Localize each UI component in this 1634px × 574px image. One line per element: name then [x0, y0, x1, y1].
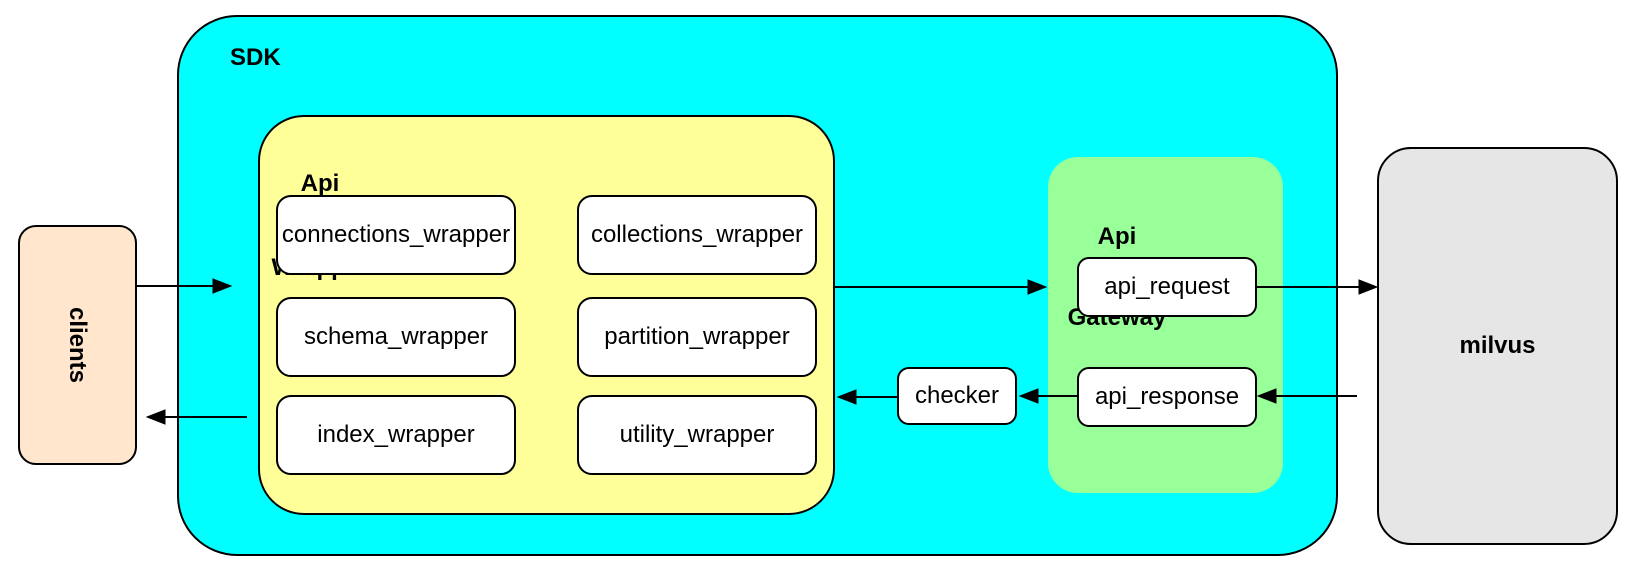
sdk-label: SDK	[230, 44, 281, 71]
checker-box: checker	[897, 367, 1017, 425]
collections-wrapper-box: collections_wrapper	[577, 195, 817, 275]
index-wrapper-box: index_wrapper	[276, 395, 516, 475]
schema-wrapper-box: schema_wrapper	[276, 297, 516, 377]
api-gateway-label-line1: Api	[1097, 223, 1137, 250]
partition-wrapper-box: partition_wrapper	[577, 297, 817, 377]
api-request-box: api_request	[1077, 257, 1257, 317]
utility-wrapper-label: utility_wrapper	[619, 421, 775, 448]
schema-wrapper-label: schema_wrapper	[303, 323, 489, 350]
api-gateway-container	[1048, 157, 1283, 493]
milvus-label: milvus	[1459, 332, 1536, 359]
api-response-label: api_response	[1094, 383, 1240, 410]
api-request-label: api_request	[1104, 273, 1230, 300]
api-response-box: api_response	[1077, 367, 1257, 427]
index-wrapper-label: index_wrapper	[317, 421, 475, 448]
connections-wrapper-label: connections_wrapper	[281, 221, 511, 248]
clients-box: clients	[18, 225, 137, 465]
clients-label: clients	[64, 306, 92, 384]
utility-wrapper-box: utility_wrapper	[577, 395, 817, 475]
api-wrapper-label-line1: Api	[300, 170, 340, 197]
connections-wrapper-box: connections_wrapper	[276, 195, 516, 275]
checker-label: checker	[914, 382, 1000, 409]
partition-wrapper-label: partition_wrapper	[604, 323, 790, 350]
milvus-box: milvus	[1377, 147, 1618, 545]
collections-wrapper-label: collections_wrapper	[590, 221, 804, 248]
